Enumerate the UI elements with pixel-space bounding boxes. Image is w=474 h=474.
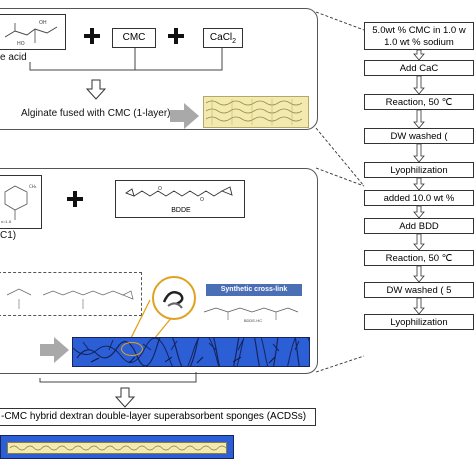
gray-arrow-icon — [170, 103, 199, 129]
down-hollow-arrow-icon — [114, 387, 136, 408]
reaction-scheme-box — [0, 272, 142, 316]
alginate-label: e acid — [0, 52, 27, 63]
alginate-structure-box: OH HO — [0, 14, 66, 50]
process-step-text: Add CaC — [399, 63, 439, 74]
process-step-text: added 10.0 wt % — [383, 193, 455, 204]
process-step-box: DW washed ( — [364, 128, 474, 144]
process-step-text: Lyophilization — [390, 317, 448, 328]
plus-icon — [168, 28, 184, 44]
process-step-text: Reaction, 50 ℃ — [385, 97, 453, 108]
process-step-box: Add BDD — [364, 218, 474, 234]
process-step-text: 5.0wt % CMC in 1.0 w — [372, 25, 466, 36]
alginate-layer-image — [203, 96, 309, 128]
process-step-box: added 10.0 wt % — [364, 190, 474, 206]
bdde-structure-drawing: O O — [125, 186, 233, 203]
dextran-structure-drawing: CH₃ — [4, 184, 37, 220]
step-down-arrow-icon — [413, 143, 425, 163]
cacl2-subscript: 2 — [232, 38, 237, 45]
plus-icon — [67, 191, 83, 207]
svg-text:OH: OH — [39, 20, 47, 26]
process-step-box: Add CaC — [364, 60, 474, 76]
reaction-scheme-drawing — [6, 288, 134, 309]
process-step-text: DW washed ( — [390, 131, 448, 142]
cross-linked-sponge-image — [72, 337, 310, 367]
process-step-box: Lyophilization — [364, 162, 474, 178]
cacl2-box: CaCl2 — [203, 28, 243, 48]
plus-icon — [84, 28, 100, 44]
step-down-arrow-icon — [413, 109, 425, 129]
svg-text:HO: HO — [17, 41, 25, 47]
bdde-label: BDDE — [171, 207, 191, 214]
fiber-loop-icon — [162, 291, 184, 309]
zoom-circle — [152, 276, 196, 320]
step-down-arrow-icon — [413, 205, 425, 219]
svg-text:O: O — [158, 186, 162, 192]
down-hollow-arrow-icon — [85, 79, 107, 100]
bdde-box: O O BDDE — [115, 180, 245, 218]
svg-text:CH₃: CH₃ — [29, 184, 37, 189]
process-step-box: Reaction, 50 ℃ — [364, 94, 474, 110]
gray-arrow-icon — [40, 337, 69, 363]
step-down-arrow-icon — [413, 233, 425, 251]
cross-link-inset: Synthetic cross-link BDDE-HC — [198, 284, 308, 328]
ratio-label: n=1.8 — [1, 219, 12, 224]
cross-link-title: Synthetic cross-link — [206, 284, 302, 296]
final-caption: -CMC hybrid dextran double-layer superab… — [1, 411, 307, 422]
step-down-arrow-icon — [413, 297, 425, 315]
step-down-arrow-icon — [413, 49, 425, 61]
cacl2-label: CaCl — [209, 32, 233, 43]
cmc-box: CMC — [112, 28, 156, 48]
svg-text:O: O — [200, 197, 204, 203]
process-step-box: DW washed ( 5 — [364, 282, 474, 298]
alginate-cmc-result-label: Alginate fused with CMC (1-layer) — [21, 108, 171, 119]
alginate-structure-drawing: OH HO — [4, 20, 58, 47]
converge-line-right — [135, 48, 223, 71]
cmc-label: CMC — [122, 32, 146, 43]
process-step-box: Lyophilization — [364, 314, 474, 330]
process-step-text-2: 1.0 wt % sodium — [384, 37, 454, 48]
process-step-text: Add BDD — [399, 221, 439, 232]
final-caption-box: -CMC hybrid dextran double-layer superab… — [0, 408, 316, 426]
step-down-arrow-icon — [413, 75, 425, 95]
double-layer-sponge-image — [0, 435, 234, 459]
dextran-structure-box: CH₃ n=1.8 — [0, 175, 42, 229]
dextran-label: C1) — [0, 230, 17, 241]
process-step-text: DW washed ( 5 — [386, 285, 452, 296]
step-down-arrow-icon — [413, 265, 425, 283]
cross-link-sub-label: BDDE-HC — [243, 318, 263, 323]
step-down-arrow-icon — [413, 177, 425, 191]
process-step-text: Reaction, 50 ℃ — [385, 253, 453, 264]
process-step-box: Reaction, 50 ℃ — [364, 250, 474, 266]
process-step-text: Lyophilization — [390, 165, 448, 176]
cross-link-drawing — [203, 307, 299, 320]
